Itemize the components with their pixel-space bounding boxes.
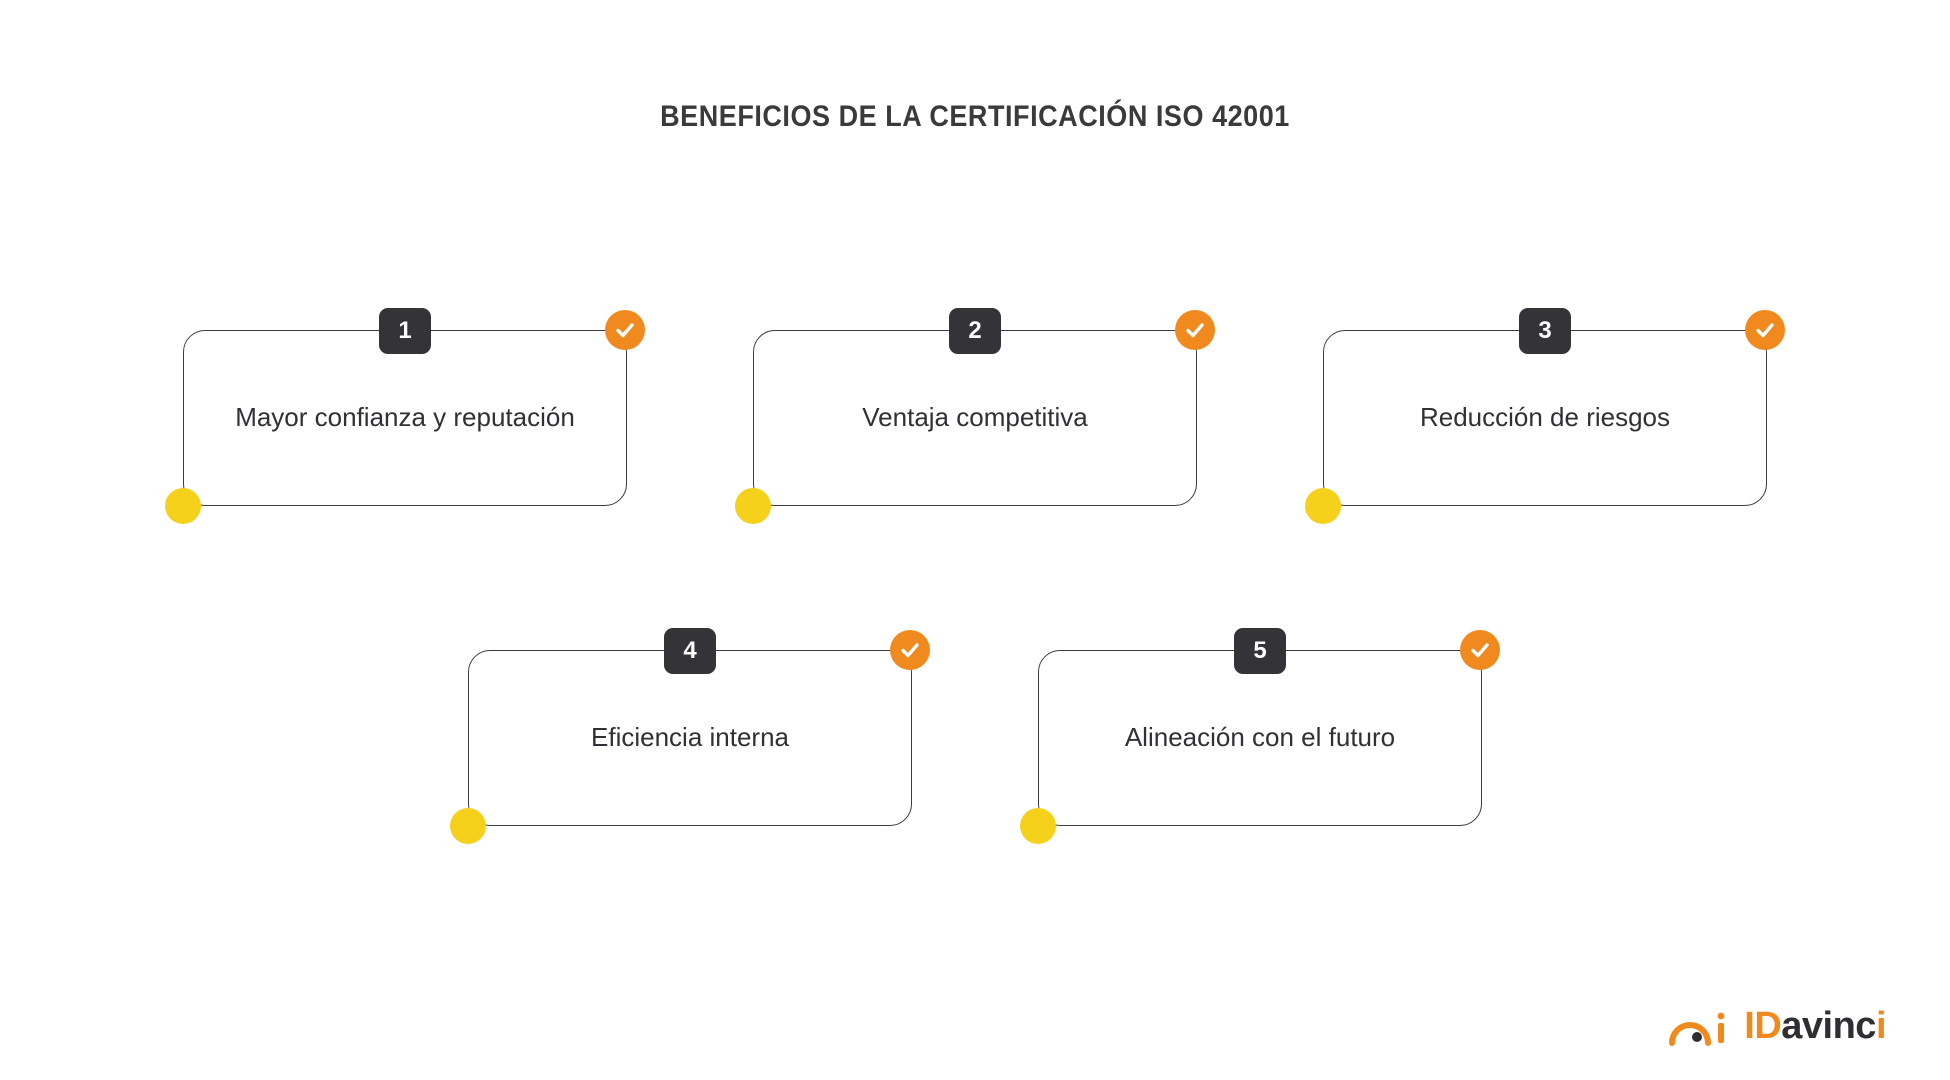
benefits-row-top: 1 Mayor confianza y reputación 2 Ventaja… <box>0 308 1950 524</box>
ai-arc-icon <box>1668 1007 1730 1047</box>
corner-dot-icon <box>735 488 771 524</box>
brand-logo: IDavinci <box>1668 1005 1887 1048</box>
benefit-card[interactable]: 3 Reducción de riesgos <box>1305 308 1785 524</box>
benefit-label: Eficiencia interna <box>591 722 789 753</box>
logo-word-id: ID <box>1744 1005 1782 1047</box>
logo-word-avinc: avinc <box>1781 1005 1876 1047</box>
check-circle-icon <box>605 310 645 350</box>
benefit-label: Alineación con el futuro <box>1124 722 1396 753</box>
benefit-label: Mayor confianza y reputación <box>235 402 575 433</box>
corner-dot-icon <box>165 488 201 524</box>
logo-word-i: i <box>1875 1005 1887 1047</box>
benefit-card[interactable]: 2 Ventaja competitiva <box>735 308 1215 524</box>
benefit-card[interactable]: 1 Mayor confianza y reputación <box>165 308 645 524</box>
corner-dot-icon <box>450 808 486 844</box>
logo-wordmark: IDavinci <box>1744 1005 1886 1048</box>
benefits-row-bottom: 4 Eficiencia interna 5 Alineación con el… <box>0 628 1950 844</box>
benefit-card[interactable]: 4 Eficiencia interna <box>450 628 930 844</box>
page-title: BENEFICIOS DE LA CERTIFICACIÓN ISO 42001 <box>660 100 1290 133</box>
check-circle-icon <box>1460 630 1500 670</box>
check-circle-icon <box>1745 310 1785 350</box>
benefit-number-badge: 1 <box>379 308 431 354</box>
benefit-label: Ventaja competitiva <box>862 402 1088 433</box>
check-circle-icon <box>890 630 930 670</box>
benefit-label: Reducción de riesgos <box>1419 402 1671 433</box>
benefit-number-badge: 2 <box>949 308 1001 354</box>
check-circle-icon <box>1175 310 1215 350</box>
benefit-number-badge: 3 <box>1519 308 1571 354</box>
benefit-number-badge: 5 <box>1234 628 1286 674</box>
corner-dot-icon <box>1020 808 1056 844</box>
benefit-number-badge: 4 <box>664 628 716 674</box>
corner-dot-icon <box>1305 488 1341 524</box>
benefit-card[interactable]: 5 Alineación con el futuro <box>1020 628 1500 844</box>
